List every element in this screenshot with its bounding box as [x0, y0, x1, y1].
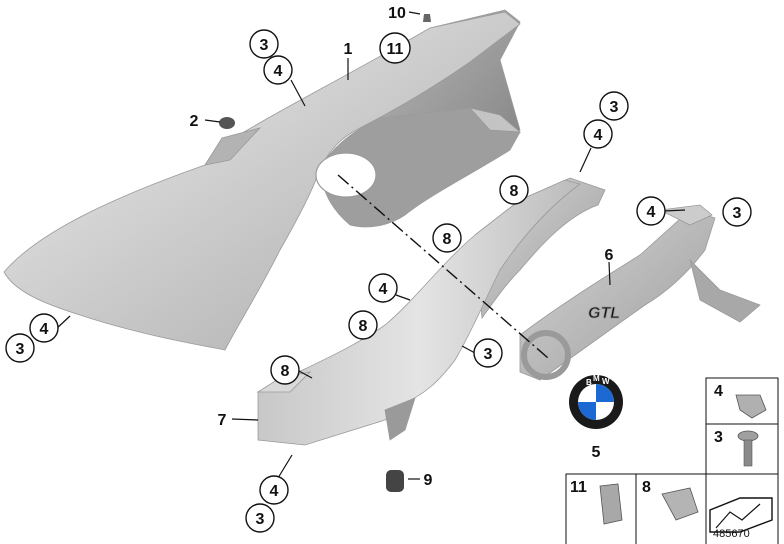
side-panel-part-1 [3, 9, 522, 351]
speed-nut-icon [735, 394, 767, 419]
callout-8: 8 [443, 231, 452, 248]
callout-11: 11 [387, 41, 404, 58]
callout-5: 5 [592, 444, 601, 461]
callout-4: 4 [40, 321, 49, 338]
callout-2: 2 [190, 113, 199, 130]
callout-4: 4 [379, 281, 388, 298]
inner-panel-part-6: GTL [519, 204, 761, 381]
callout-3: 3 [260, 37, 269, 54]
callout-1: 1 [344, 41, 353, 58]
legend-label-11: 11 [570, 479, 587, 496]
badge-letter-b: B [586, 378, 592, 387]
callout-8: 8 [359, 318, 368, 335]
callout-4: 4 [274, 63, 283, 80]
callout-4: 4 [594, 127, 603, 144]
screw-shaft-icon [743, 439, 753, 467]
callout-4: 4 [647, 204, 656, 221]
alignment-axis [337, 174, 549, 359]
callout-3: 3 [16, 341, 25, 358]
badge-mount-ring [521, 330, 571, 380]
callout-4: 4 [270, 483, 279, 500]
callout-3: 3 [610, 99, 619, 116]
screw-head-icon [737, 430, 759, 442]
small-parts-legend: 4 3 11 8 485670 [565, 377, 779, 544]
badge-letter-m: M [593, 374, 600, 383]
legend-label-8: 8 [642, 479, 651, 496]
callout-rings [5, 29, 752, 533]
panel-opening [315, 152, 377, 198]
callout-9: 9 [424, 472, 433, 489]
legend-label-4: 4 [714, 383, 723, 400]
callout-3: 3 [484, 346, 493, 363]
grommet-icon [661, 487, 699, 521]
clip-part-10 [423, 14, 431, 22]
callout-8: 8 [510, 183, 519, 200]
callout-labels: 10 3 11 1 4 2 3 4 8 8 4 3 6 3 4 4 8 3 8 … [16, 5, 742, 528]
callout-7: 7 [218, 412, 227, 429]
arrow-stroke-icon [715, 503, 761, 529]
bmw-badge-part-5: B M W [569, 374, 623, 429]
leader-lines [54, 11, 686, 480]
catalog-number: 485670 [713, 528, 750, 540]
plug-part-2 [219, 117, 235, 129]
clip-icon [599, 483, 623, 525]
rubber-buffer-part-9 [386, 470, 404, 492]
callout-3: 3 [733, 205, 742, 222]
legend-label-3: 3 [714, 429, 723, 446]
panel-gtl-lettering: GTL [588, 305, 620, 322]
direction-arrow-icon [709, 497, 773, 533]
callout-3: 3 [256, 511, 265, 528]
callout-10: 10 [388, 5, 406, 22]
callout-8: 8 [281, 363, 290, 380]
callout-6: 6 [605, 247, 614, 264]
badge-letter-w: W [602, 377, 610, 386]
